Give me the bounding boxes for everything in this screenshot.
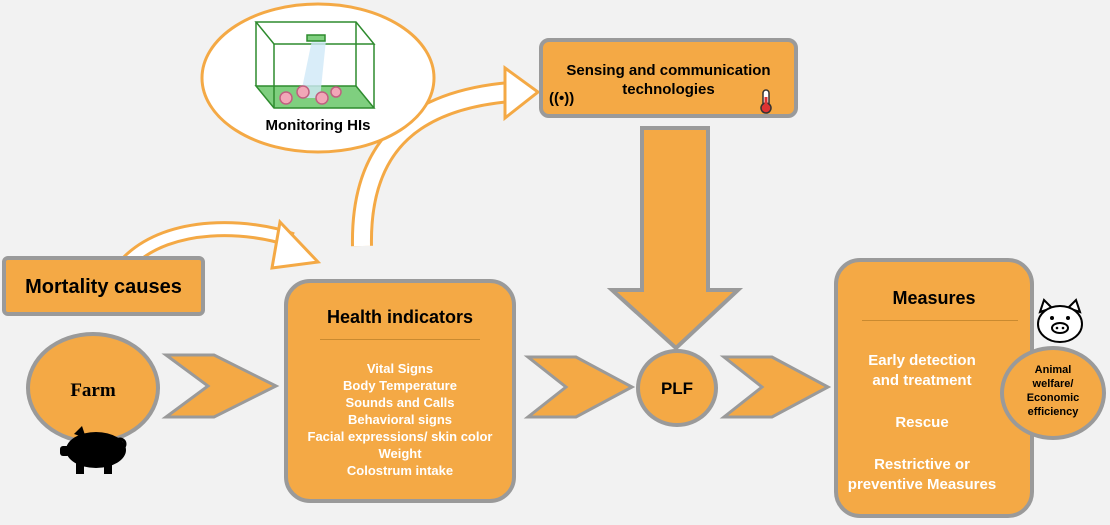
- measures-box: Measures Early detection and treatment R…: [834, 258, 1034, 518]
- barn-monitoring-illustration: [254, 21, 376, 109]
- health-indicators-box: Health indicators Vital Signs Body Tempe…: [284, 279, 516, 503]
- pig-silhouette-icon: [60, 426, 127, 474]
- measures-divider: [862, 320, 1018, 321]
- curved-arrow-health-to-sensing: [350, 65, 541, 247]
- health-item: Behavioral signs: [347, 412, 453, 427]
- wireless-signal-icon: ((•)): [549, 90, 575, 107]
- measures-title: Measures: [892, 288, 976, 308]
- monitoring-label: Monitoring HIs: [265, 117, 371, 134]
- health-title: Health indicators: [326, 307, 474, 327]
- chevron-arrow-plf-to-measures: [719, 355, 832, 419]
- thermometer-icon: [760, 89, 772, 114]
- mortality-causes-box: Mortality causes: [2, 256, 205, 316]
- health-item: Colostrum intake: [346, 463, 454, 478]
- health-item: Vital Signs: [366, 361, 434, 376]
- curved-arrow-mortality-to-health: [122, 218, 322, 270]
- outcome-line: efficiency: [1027, 406, 1079, 418]
- sensing-line1: Sensing and communication: [566, 62, 771, 79]
- health-divider: [320, 339, 480, 340]
- measures-item: Early detection: [868, 352, 976, 369]
- mortality-causes-label: Mortality causes: [25, 276, 182, 298]
- measures-item: preventive Measures: [847, 476, 997, 493]
- health-item: Body Temperature: [343, 378, 457, 393]
- health-item: Facial expressions/ skin color: [307, 429, 493, 444]
- measures-item: Restrictive or: [874, 456, 970, 473]
- farm-label: Farm: [70, 380, 116, 401]
- chevron-arrow-farm-to-health: [161, 353, 280, 419]
- outcome-line: welfare/: [1032, 378, 1074, 390]
- health-item: Weight: [378, 446, 422, 461]
- measures-item: Rescue: [895, 414, 949, 431]
- farm-circle: Farm: [26, 332, 160, 444]
- measures-item: and treatment: [872, 372, 972, 389]
- sensing-line2: technologies: [622, 81, 715, 98]
- sensing-technologies-box: Sensing and communication technologies (…: [539, 38, 798, 118]
- outcome-line: Animal: [1034, 364, 1072, 376]
- chevron-arrow-health-to-plf: [523, 355, 636, 419]
- plf-label: PLF: [660, 379, 694, 398]
- outcome-line: Economic: [1026, 392, 1080, 404]
- health-item: Sounds and Calls: [345, 395, 455, 410]
- plf-circle: PLF: [636, 349, 718, 427]
- outcome-circle: Animal welfare/ Economic efficiency: [1000, 346, 1106, 440]
- pig-face-icon: [1037, 298, 1083, 343]
- down-arrow-sensing-to-plf: [606, 126, 744, 351]
